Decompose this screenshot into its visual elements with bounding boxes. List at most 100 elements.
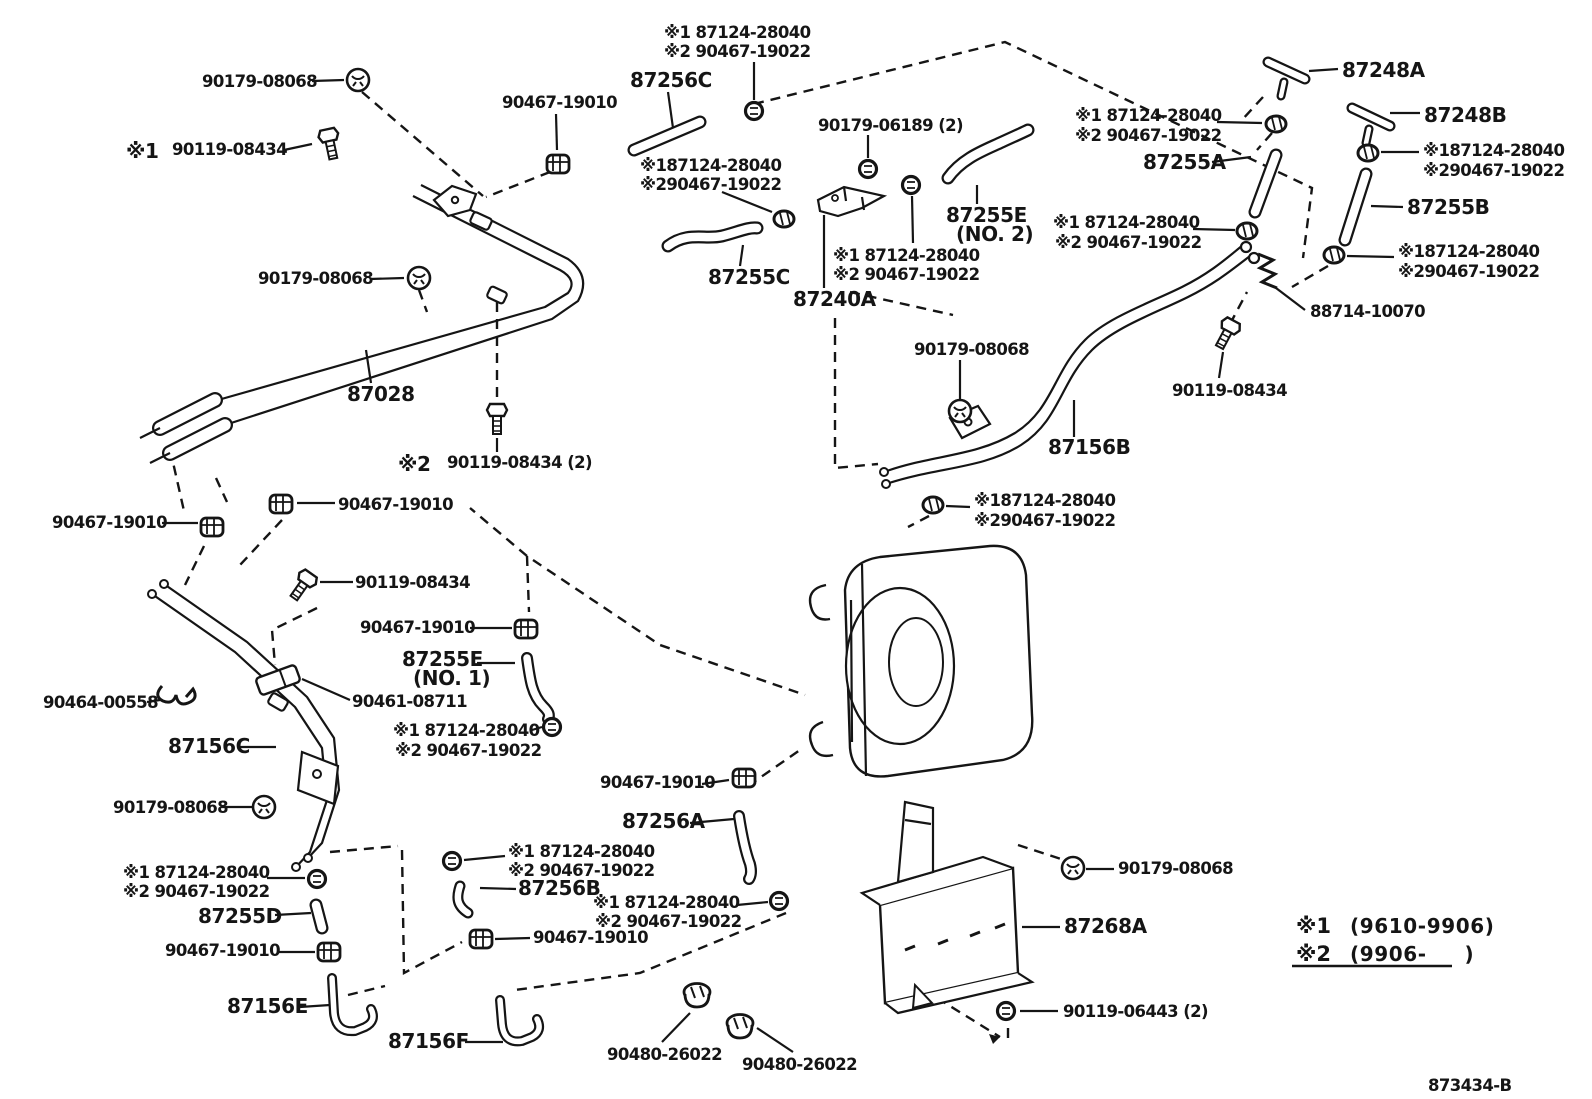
part-number-label: ※187124-28040 [640, 156, 781, 175]
part-number-label: 90464-00558 [43, 693, 158, 712]
bracket-87240a [816, 185, 888, 218]
part-number-label: ※2 90467-19022 [395, 741, 542, 760]
part-number-label: (NO. 2) [956, 222, 1033, 246]
pipe-87156f [497, 997, 542, 1045]
part-number-label: 90480-26022 [742, 1055, 857, 1074]
bolt-icon [485, 402, 509, 436]
part-number-label: ※290467-19022 [1398, 262, 1539, 281]
pipe-clamp-icon [513, 618, 539, 640]
part-number-label: 90480-26022 [607, 1045, 722, 1064]
pipe-87255a [1250, 150, 1281, 217]
hose-87255c [663, 223, 762, 251]
part-number-label: ※2 90467-19022 [1055, 233, 1202, 252]
hose-clamp-icon [1356, 143, 1380, 163]
part-number-label: 90461-08711 [352, 692, 467, 711]
clip-90464-icon [156, 684, 197, 706]
legend-symbol: ※1 [1296, 914, 1331, 938]
part-number-label: 87028 [347, 382, 415, 406]
part-number-label: 90179-06189 (2) [818, 116, 963, 135]
part-number-label: 87256A [622, 809, 706, 833]
part-number-label: 90467-19010 [502, 93, 617, 112]
fasteners [156, 67, 1380, 1040]
nut-icon [743, 100, 765, 122]
heater-pipe-87156c [147, 579, 341, 872]
part-number-label: 90179-08068 [1118, 859, 1233, 878]
part-number-labels: 90179-08068 ※1 90119-08434 90467-19010 87256… [43, 23, 1565, 1074]
pipe-87156e [329, 975, 376, 1034]
nut-icon [441, 850, 463, 872]
bolt-icon [1209, 314, 1244, 354]
grommet-icon [345, 67, 371, 93]
grommet-icon [406, 265, 432, 291]
grommet-icon [947, 398, 973, 424]
part-number-label: 87240A [793, 287, 877, 311]
part-number-label: 88714-10070 [1310, 302, 1425, 321]
part-number-label: ※187124-28040 [974, 491, 1115, 510]
hose-clamp-icon [772, 209, 796, 229]
part-number-label: ※187124-28040 [1423, 141, 1564, 160]
part-number-label: ※2 90467-19022 [833, 265, 980, 284]
part-number-label: 90467-19010 [338, 495, 453, 514]
part-number-label: (NO. 1) [413, 666, 490, 690]
part-number-label: ※1 87124-28040 [393, 721, 540, 740]
hose-clamp-icon [1235, 221, 1259, 241]
part-number-label: ※1 87124-28040 [664, 23, 811, 42]
joint-87248a [1264, 58, 1309, 83]
legend-symbol: ※2 [1296, 942, 1331, 966]
part-number-label: ※2 90467-19022 [664, 42, 811, 61]
pipe-clamp-icon [468, 928, 494, 950]
arrowhead-icon [989, 1034, 1000, 1044]
hose-87256a [735, 812, 755, 883]
hose-87256b [454, 882, 472, 917]
spring-88714-icon [1256, 252, 1279, 290]
part-number-label: ※290467-19022 [640, 175, 781, 194]
part-number-label: ※290467-19022 [974, 511, 1115, 530]
joint-87248b-stub [1363, 126, 1372, 146]
heater-pipe-87028 [139, 184, 585, 464]
part-number-label: ※2 90467-19022 [1075, 126, 1222, 145]
part-number-label: 90119-06443 (2) [1063, 1002, 1208, 1021]
part-number-label: 90467-19010 [52, 513, 167, 532]
part-number-label: 90467-19010 [165, 941, 280, 960]
part-number-label: ※1 87124-28040 [1075, 106, 1222, 125]
part-number-label: 90119-08434 (2) [447, 453, 592, 472]
nut-icon [768, 890, 790, 912]
grommet-icon [682, 982, 712, 1009]
part-number-label: 90119-08434 [172, 140, 287, 159]
grommet-icon [725, 1013, 755, 1040]
pipe-clamp-icon [268, 493, 294, 515]
part-number-label: 87255A [1143, 150, 1227, 174]
hose-clamp-icon [921, 495, 945, 515]
part-number-label: 87256B [518, 876, 600, 900]
hose-clamp-icon [1264, 114, 1288, 134]
pipe-clamp-icon [316, 941, 342, 963]
part-number-label: ※1 87124-28040 [1053, 213, 1200, 232]
part-number-label: 87156F [388, 1029, 469, 1053]
part-number-label: 90179-08068 [202, 72, 317, 91]
legend: ※1(9610-9906)※2(9906- ) [1296, 914, 1494, 966]
connector-90461-icon [255, 664, 301, 696]
grommet-icon [1060, 855, 1086, 881]
hose-87255d [311, 900, 327, 933]
part-number-label: 87156E [227, 994, 308, 1018]
joint-87248a-stub [1278, 79, 1287, 99]
part-number-label: ※290467-19022 [1423, 161, 1564, 180]
dashed-reference-lines [168, 40, 1329, 1044]
part-number-label: 87255E [402, 647, 483, 671]
part-number-label: 90179-08068 [258, 269, 373, 288]
part-number-label: ※187124-28040 [1398, 242, 1539, 261]
nut-icon [995, 1000, 1017, 1022]
part-number-label: ※2 90467-19022 [595, 912, 742, 931]
grommet-icon [251, 794, 277, 820]
joint-87248b [1348, 104, 1394, 130]
part-number-label: ※1 87124-28040 [833, 246, 980, 265]
part-number-label: 90467-19010 [360, 618, 475, 637]
part-number-label: 87255D [198, 904, 282, 928]
part-number-label: 87248B [1424, 103, 1506, 127]
part-number-label: 87256C [630, 68, 712, 92]
pipe-clamp-icon [731, 767, 757, 789]
part-number-label: 87255B [1407, 195, 1489, 219]
hose-clamp-icon [1322, 245, 1346, 265]
part-number-label: ※2 [398, 452, 431, 476]
